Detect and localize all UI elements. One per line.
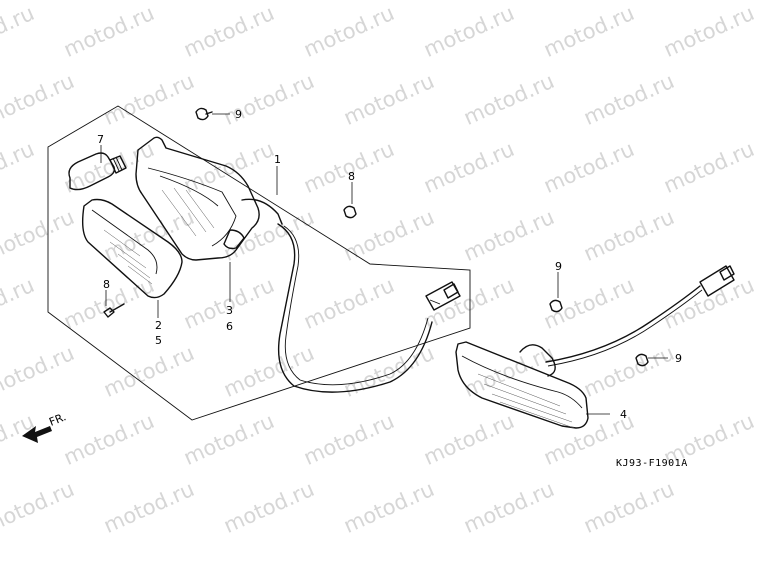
callout-1: 1 <box>274 153 281 166</box>
callout-8-left: 8 <box>103 278 110 291</box>
screw-part-right <box>549 272 563 313</box>
lens-part <box>81 198 183 318</box>
screw-part-lower-right <box>635 353 668 367</box>
assembly-boundary <box>47 105 471 421</box>
callout-3: 3 <box>226 304 233 317</box>
diagram-code: KJ93-F1901A <box>616 458 688 469</box>
screw-part-left <box>103 290 125 318</box>
callout-4: 4 <box>620 408 627 421</box>
turn-signal-right <box>455 341 610 429</box>
connector-right <box>699 265 735 297</box>
callout-9-lower-right: 9 <box>675 352 682 365</box>
screw-part-top <box>195 107 230 121</box>
wiring-harness-left <box>277 223 433 393</box>
callout-8-middle: 8 <box>348 170 355 183</box>
bulb-part <box>68 145 127 191</box>
callout-7: 7 <box>97 133 104 146</box>
callout-2: 2 <box>155 319 162 332</box>
wiring-harness-right <box>545 285 703 367</box>
callout-5: 5 <box>155 334 162 347</box>
connector-left <box>425 281 461 311</box>
callout-9-right: 9 <box>555 260 562 273</box>
screw-part-middle <box>343 182 357 219</box>
callout-9-top: 9 <box>235 108 242 121</box>
housing-part <box>135 136 283 302</box>
front-direction-label: FR. <box>47 410 68 428</box>
front-direction-arrow: FR. <box>22 410 68 443</box>
callout-6: 6 <box>226 320 233 333</box>
